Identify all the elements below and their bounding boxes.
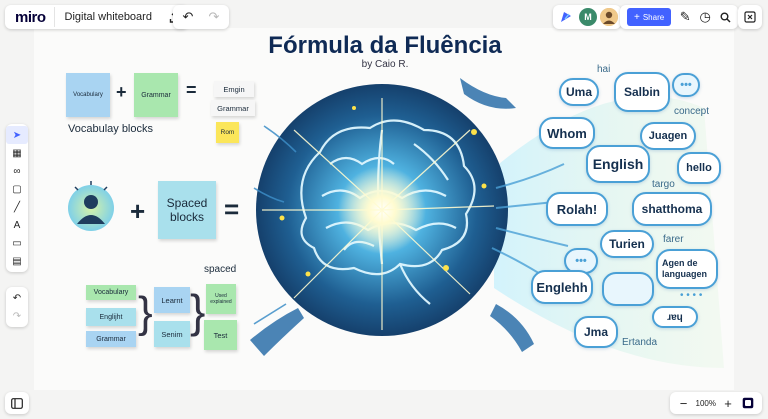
redo-icon[interactable]: ↷ — [208, 9, 220, 24]
zoom-level[interactable]: 100% — [695, 398, 716, 408]
share-toolbar: + Share ✎ ◷ — [620, 4, 739, 30]
zoom-out-button[interactable]: − — [679, 395, 688, 411]
zoom-controls: − 100% + — [669, 392, 762, 414]
sticky-vocabulary-small[interactable]: Vocabulary — [86, 285, 136, 300]
equals-sign: = — [186, 80, 197, 100]
word-farer: farer — [663, 234, 684, 245]
fluency-infographic[interactable]: Fórmula da Fluência by Caio R. Vocabular… — [34, 28, 734, 390]
bubble-rolah[interactable]: Rolah! — [546, 192, 608, 226]
sticky-stack-1[interactable]: Emgin — [214, 81, 254, 97]
bubble-uma[interactable]: Uma — [559, 78, 599, 106]
minimap-icon[interactable] — [738, 393, 758, 413]
sticky-grammar-small[interactable]: Grammar — [86, 331, 136, 347]
undo-icon-side[interactable]: ↶ — [12, 292, 22, 304]
text-icon[interactable]: A — [13, 219, 21, 231]
bubble-english[interactable]: English — [586, 145, 650, 183]
sticky-spaced-blocks[interactable]: Spaced blocks — [158, 181, 216, 239]
sidebar-toggle-icon[interactable] — [7, 393, 27, 413]
top-left-toolbar: miro Digital whiteboard — [5, 5, 188, 29]
equals-sign-2: = — [224, 194, 240, 224]
bubble-dots-mid[interactable]: ••• — [564, 248, 598, 274]
brain-illustration — [250, 78, 724, 369]
share-button-label: Share — [642, 12, 665, 22]
document-icon[interactable]: ▤ — [12, 255, 22, 267]
sticky-vocabulary[interactable]: Vocabulary — [66, 73, 110, 117]
edit-icon[interactable]: ✎ — [679, 9, 691, 24]
bubble-englehh[interactable]: Englehh — [531, 270, 593, 304]
select-cursor-icon[interactable]: ➤ — [6, 126, 28, 144]
board-byline: by Caio R. — [361, 59, 409, 70]
bubble-turien[interactable]: Turien — [600, 230, 654, 258]
word-hai: hai — [597, 64, 611, 75]
bubble-jma[interactable]: Jma — [574, 316, 618, 348]
sticky-englijht[interactable]: Englijht — [86, 308, 136, 326]
sticky-stack-3[interactable]: Rom — [216, 122, 239, 143]
bracket-2: } — [190, 285, 206, 337]
avatar-m[interactable]: M — [579, 8, 597, 26]
board-title: Fórmula da Fluência — [268, 32, 502, 59]
zoom-in-button[interactable]: + — [724, 395, 732, 411]
undo-redo-toolbar: ↶ ↷ — [173, 5, 229, 29]
sticky-stack-2[interactable]: Grammar — [211, 100, 255, 116]
templates-icon[interactable]: ▦ — [12, 147, 22, 159]
bubble-dots-top[interactable]: ••• — [672, 73, 700, 97]
frame-icon[interactable]: ▭ — [12, 237, 22, 249]
redo-icon-side[interactable]: ↷ — [12, 310, 22, 322]
sticky-senim[interactable]: Senim — [154, 321, 190, 347]
undo-icon[interactable]: ↶ — [182, 9, 194, 24]
word-concept: concept — [674, 106, 710, 117]
bubble-juagen[interactable]: Juagen — [640, 122, 696, 150]
word-ertanda: Ertanda — [622, 337, 658, 348]
sticky-learnt[interactable]: Learnt — [154, 287, 190, 313]
bottom-left-panel — [5, 392, 29, 414]
bubble-whom[interactable]: Whom — [539, 117, 595, 149]
bubble-upside-down[interactable]: ɹɐɥ — [652, 306, 698, 328]
plus-icon: + — [634, 11, 640, 23]
miro-logo[interactable]: miro — [15, 8, 46, 26]
sticky-grammar[interactable]: Grammar — [134, 73, 178, 117]
word-targo: targo — [652, 179, 675, 190]
sticky-test[interactable]: Test — [204, 320, 237, 350]
avatar-photo[interactable] — [600, 8, 618, 26]
bubble-shatthoma[interactable]: shatthoma — [632, 192, 712, 226]
share-button[interactable]: + Share — [627, 8, 672, 26]
person-head-icon — [68, 181, 114, 231]
panel-toggle-box — [738, 5, 762, 29]
left-undo-toolbar: ↶ ↷ — [6, 287, 28, 327]
collaboration-toolbar: M — [553, 5, 621, 29]
board-name[interactable]: Digital whiteboard — [53, 7, 162, 27]
plus-sign-2: + — [130, 196, 146, 226]
search-icon[interactable] — [715, 4, 735, 30]
pen-icon[interactable]: ╱ — [13, 201, 21, 213]
bubble-salbin[interactable]: Salbin — [614, 72, 670, 112]
bubble-hello[interactable]: hello — [677, 152, 721, 184]
plus-sign: + — [116, 82, 127, 102]
bubble-agen-de-languagen[interactable]: Agen de languagen — [656, 249, 718, 289]
reactions-icon[interactable] — [556, 4, 576, 30]
bracket-1: } — [138, 288, 153, 337]
word-dots: • • • • — [680, 290, 703, 301]
vocabulary-blocks-caption: Vocabulay blocks — [68, 123, 153, 135]
close-panel-icon[interactable] — [740, 4, 760, 30]
left-tools-toolbar: ➤ ▦ ∞ ▢ ╱ A ▭ ▤ — [6, 124, 28, 272]
sticky-note-icon[interactable]: ▢ — [12, 183, 22, 195]
sticky-used-explained[interactable]: Used explained — [206, 284, 236, 314]
timer-icon[interactable]: ◷ — [699, 9, 711, 24]
bubble-empty[interactable] — [602, 272, 654, 306]
spaced-label: spaced — [204, 264, 237, 275]
link-icon[interactable]: ∞ — [13, 165, 21, 177]
